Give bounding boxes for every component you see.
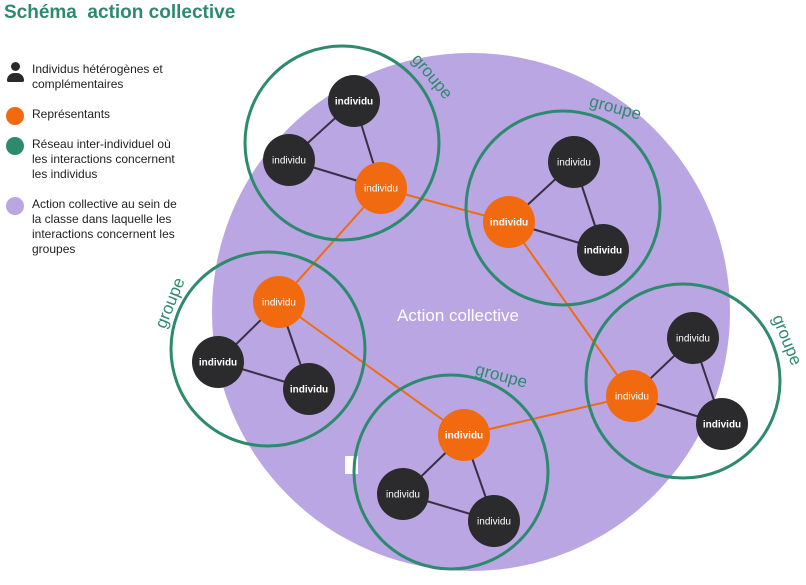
group-ring xyxy=(584,282,782,480)
individual-node: individu xyxy=(548,136,600,188)
representative-link xyxy=(463,395,633,436)
group-ring xyxy=(352,373,550,571)
legend-item-collective: Action collective au sein de la classe d… xyxy=(4,197,182,257)
legend-item-network: Réseau inter-individuel où les interacti… xyxy=(4,137,182,182)
legend-item-individuals: Individus hétérogènes et complémentaires xyxy=(4,62,182,92)
legend-text: Individus hétérogènes et complémentaires xyxy=(32,62,163,91)
node-label: individu xyxy=(386,490,420,501)
node-label: individu xyxy=(584,246,622,257)
legend-item-representatives: Représentants xyxy=(4,107,182,125)
legend-text: Représentants xyxy=(32,107,111,121)
legend-text: Réseau inter-individuel où les interacti… xyxy=(32,137,175,181)
node-label: individu xyxy=(490,218,528,229)
representative-node: individu xyxy=(355,162,407,214)
node-label: individu xyxy=(364,184,398,195)
individual-node: individu xyxy=(696,398,748,450)
group-ring xyxy=(169,250,367,448)
individual-node: individu xyxy=(377,468,429,520)
representative-node: individu xyxy=(253,276,305,328)
node-label: individu xyxy=(557,158,591,169)
node-label: individu xyxy=(290,385,328,396)
orange-dot-icon xyxy=(6,107,24,125)
representative-link xyxy=(508,221,633,397)
collective-action-area xyxy=(212,53,730,571)
green-dot-icon xyxy=(6,137,24,155)
legend: Individus hétérogènes et complémentaires… xyxy=(4,62,182,272)
purple-dot-icon xyxy=(6,197,24,215)
group-ring xyxy=(243,44,441,242)
person-icon xyxy=(6,62,24,82)
nodes: individu individu individu individu indi… xyxy=(192,75,748,547)
legend-text: Action collective au sein de la classe d… xyxy=(32,197,177,256)
node-label: individu xyxy=(703,420,741,431)
group-label: groupe xyxy=(768,312,805,368)
node-label: individu xyxy=(676,334,710,345)
individual-node: individu xyxy=(667,312,719,364)
representative-node: individu xyxy=(606,370,658,422)
individual-node: individu xyxy=(283,363,335,415)
node-label: individu xyxy=(335,97,373,108)
representative-node: individu xyxy=(438,409,490,461)
node-label: individu xyxy=(445,431,483,442)
node-label: individu xyxy=(272,156,306,167)
individual-node: individu xyxy=(577,224,629,276)
individual-node: individu xyxy=(192,336,244,388)
node-label: individu xyxy=(262,298,296,309)
node-label: individu xyxy=(199,358,237,369)
representative-node: individu xyxy=(483,196,535,248)
center-label: Action collective xyxy=(397,306,519,325)
node-label: individu xyxy=(615,392,649,403)
group-ring xyxy=(464,109,662,307)
group-rings xyxy=(169,44,782,571)
individual-node: individu xyxy=(328,75,380,127)
individual-node: individu xyxy=(468,495,520,547)
representative-link xyxy=(278,301,465,436)
individual-node: individu xyxy=(263,134,315,186)
node-label: individu xyxy=(477,517,511,528)
diagram-title: Schéma action collective xyxy=(4,2,236,23)
